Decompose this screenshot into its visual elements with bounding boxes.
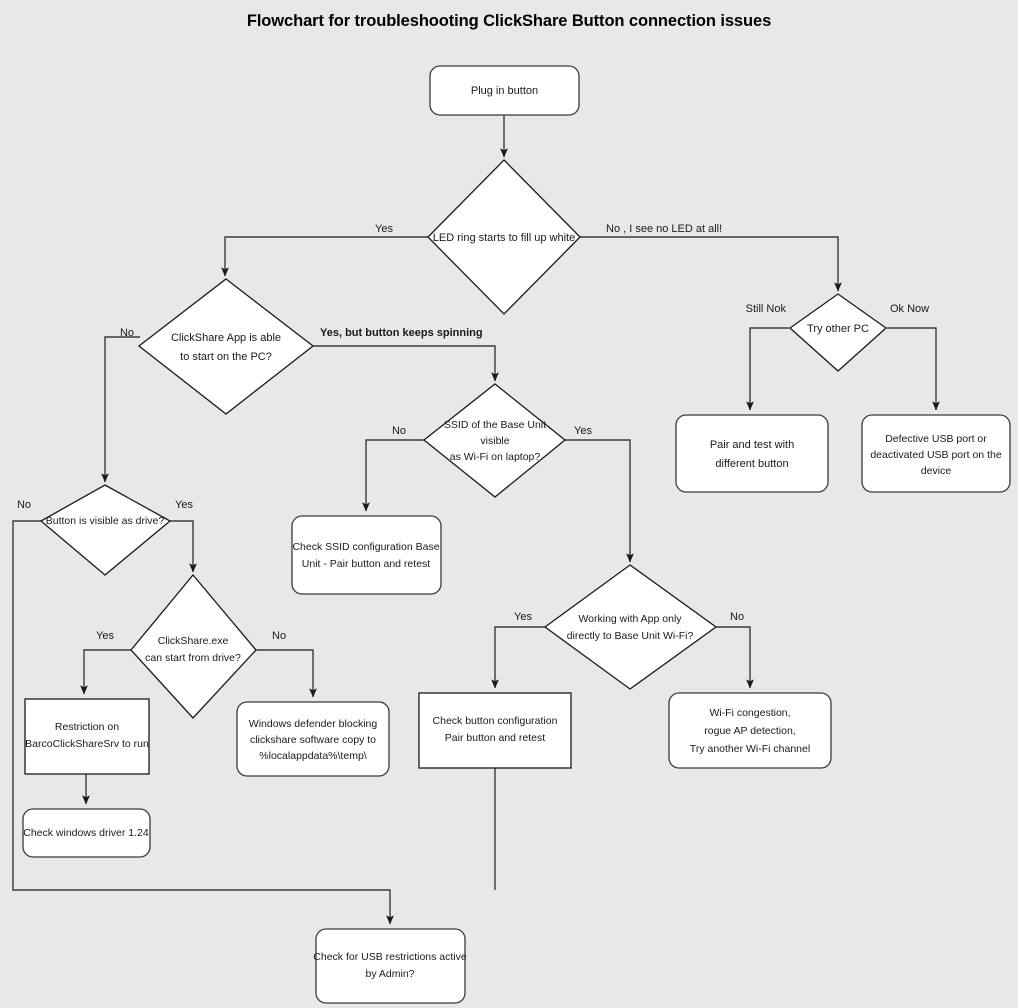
edge-buttondrive-no-to-usbrestrictions bbox=[12, 520, 394, 925]
node-check-usb-restrictions[interactable]: Check for USB restrictions active by Adm… bbox=[313, 928, 467, 1004]
node-label: visible bbox=[480, 435, 509, 447]
node-label: Unit - Pair button and retest bbox=[302, 558, 430, 570]
node-ssid-visible-decision[interactable]: SSID of the Base Unit visible as Wi-Fi o… bbox=[422, 383, 567, 498]
edge-label-led-no: No , I see no LED at all! bbox=[606, 223, 722, 235]
node-label: different button bbox=[715, 458, 788, 470]
node-label: ClickShare.exe bbox=[158, 635, 229, 647]
node-label: Windows defender blocking bbox=[249, 718, 378, 730]
page-title: Flowchart for troubleshooting ClickShare… bbox=[246, 12, 772, 30]
node-label: as Wi-Fi on laptop? bbox=[450, 451, 541, 463]
node-plug-in-button[interactable]: Plug in button bbox=[429, 65, 580, 116]
edge-label-ssid-no: No bbox=[392, 425, 406, 437]
node-label: device bbox=[921, 465, 952, 477]
edge-workingapp-yes-to-checkbuttoncfg bbox=[491, 626, 545, 689]
edge-buttondrive-yes-to-exestart bbox=[170, 520, 197, 573]
node-defective-usb-port[interactable]: Defective USB port or deactivated USB po… bbox=[861, 414, 1011, 493]
node-restriction-barcoclicksharesrv[interactable]: Restriction on BarcoClickShareSrv to run bbox=[24, 698, 150, 775]
node-label: Wi-Fi congestion, bbox=[709, 707, 790, 719]
node-button-visible-as-drive-decision[interactable]: Button is visible as drive? bbox=[39, 484, 172, 576]
node-clickshare-app-start-decision[interactable]: ClickShare App is able to start on the P… bbox=[137, 278, 315, 415]
node-label: can start from drive? bbox=[145, 652, 241, 664]
node-label: Working with App only bbox=[578, 613, 682, 625]
node-label: Try another Wi-Fi channel bbox=[690, 743, 810, 755]
node-led-ring-decision[interactable]: LED ring starts to fill up white bbox=[427, 159, 581, 315]
node-label: LED ring starts to fill up white bbox=[433, 232, 575, 244]
edge-ssid-yes-to-workingapp bbox=[565, 439, 634, 563]
edge-label-drive-yes: Yes bbox=[175, 499, 193, 511]
node-working-with-app-only-decision[interactable]: Working with App only directly to Base U… bbox=[543, 564, 718, 690]
edge-exestart-no-to-defender bbox=[256, 649, 317, 698]
node-label: Defective USB port or bbox=[885, 433, 987, 445]
node-label: clickshare software copy to bbox=[250, 734, 376, 746]
edge-ledring-yes-to-appstart bbox=[221, 236, 429, 277]
edge-labels-layer: Yes No , I see no LED at all! Still Nok … bbox=[17, 223, 929, 642]
edge-label-app-yes-spinning: Yes, but button keeps spinning bbox=[320, 327, 483, 339]
edge-appstart-no-to-buttondrive bbox=[101, 336, 140, 483]
edge-ledring-no-to-tryotherpc bbox=[580, 236, 842, 292]
node-label: Restriction on bbox=[55, 721, 119, 733]
node-check-ssid-configuration[interactable]: Check SSID configuration Base Unit - Pai… bbox=[291, 515, 442, 595]
node-label: Check windows driver 1.24 bbox=[23, 827, 149, 839]
node-label: Plug in button bbox=[471, 85, 538, 97]
edge-workingapp-no-to-wificongestion bbox=[715, 626, 754, 689]
node-label: Pair button and retest bbox=[445, 732, 545, 744]
node-pair-and-test[interactable]: Pair and test with different button bbox=[675, 414, 829, 493]
edges-layer bbox=[12, 115, 940, 925]
node-label: %localappdata%\temp\ bbox=[259, 750, 366, 762]
node-clickshare-exe-start-decision[interactable]: ClickShare.exe can start from drive? bbox=[130, 573, 257, 719]
node-label: Try other PC bbox=[807, 323, 869, 335]
node-check-windows-driver[interactable]: Check windows driver 1.24 bbox=[22, 808, 151, 858]
edge-tryotherpc-stillnok-to-pairtest bbox=[746, 327, 789, 411]
edge-label-exe-no: No bbox=[272, 630, 286, 642]
node-windows-defender-blocking[interactable]: Windows defender blocking clickshare sof… bbox=[236, 701, 390, 777]
node-label: rogue AP detection, bbox=[704, 725, 795, 737]
node-wifi-congestion[interactable]: Wi-Fi congestion, rogue AP detection, Tr… bbox=[668, 692, 832, 769]
node-label: Check button configuration bbox=[433, 715, 558, 727]
node-label: to start on the PC? bbox=[180, 351, 272, 363]
edge-label-led-yes: Yes bbox=[375, 223, 393, 235]
node-label: Button is visible as drive? bbox=[46, 515, 165, 527]
node-label: Check SSID configuration Base bbox=[292, 541, 439, 553]
edge-label-work-yes: Yes bbox=[514, 611, 532, 623]
node-label: SSID of the Base Unit bbox=[444, 419, 546, 431]
node-label: by Admin? bbox=[365, 968, 414, 980]
edge-ssid-no-to-checkssid bbox=[362, 439, 424, 512]
edge-label-app-no: No bbox=[120, 327, 134, 339]
node-label: Pair and test with bbox=[710, 439, 794, 451]
edge-label-drive-no: No bbox=[17, 499, 31, 511]
edge-label-ssid-yes: Yes bbox=[574, 425, 592, 437]
edge-label-trypc-still-nok: Still Nok bbox=[746, 303, 787, 315]
edge-label-trypc-ok-now: Ok Now bbox=[890, 303, 929, 315]
edge-appstart-yes-to-ssid bbox=[313, 345, 499, 382]
node-label: deactivated USB port on the bbox=[870, 449, 1001, 461]
node-try-other-pc-decision[interactable]: Try other PC bbox=[788, 293, 888, 372]
edge-exestart-yes-to-restriction bbox=[80, 649, 131, 695]
edge-label-work-no: No bbox=[730, 611, 744, 623]
node-label: Check for USB restrictions active bbox=[313, 951, 467, 963]
edge-label-exe-yes: Yes bbox=[96, 630, 114, 642]
node-label: directly to Base Unit Wi-Fi? bbox=[567, 630, 694, 642]
edge-tryotherpc-oknow-to-defectiveusb bbox=[887, 327, 940, 411]
node-check-button-configuration[interactable]: Check button configuration Pair button a… bbox=[418, 692, 572, 769]
node-label: ClickShare App is able bbox=[171, 332, 281, 344]
node-label: BarcoClickShareSrv to run bbox=[25, 738, 149, 750]
